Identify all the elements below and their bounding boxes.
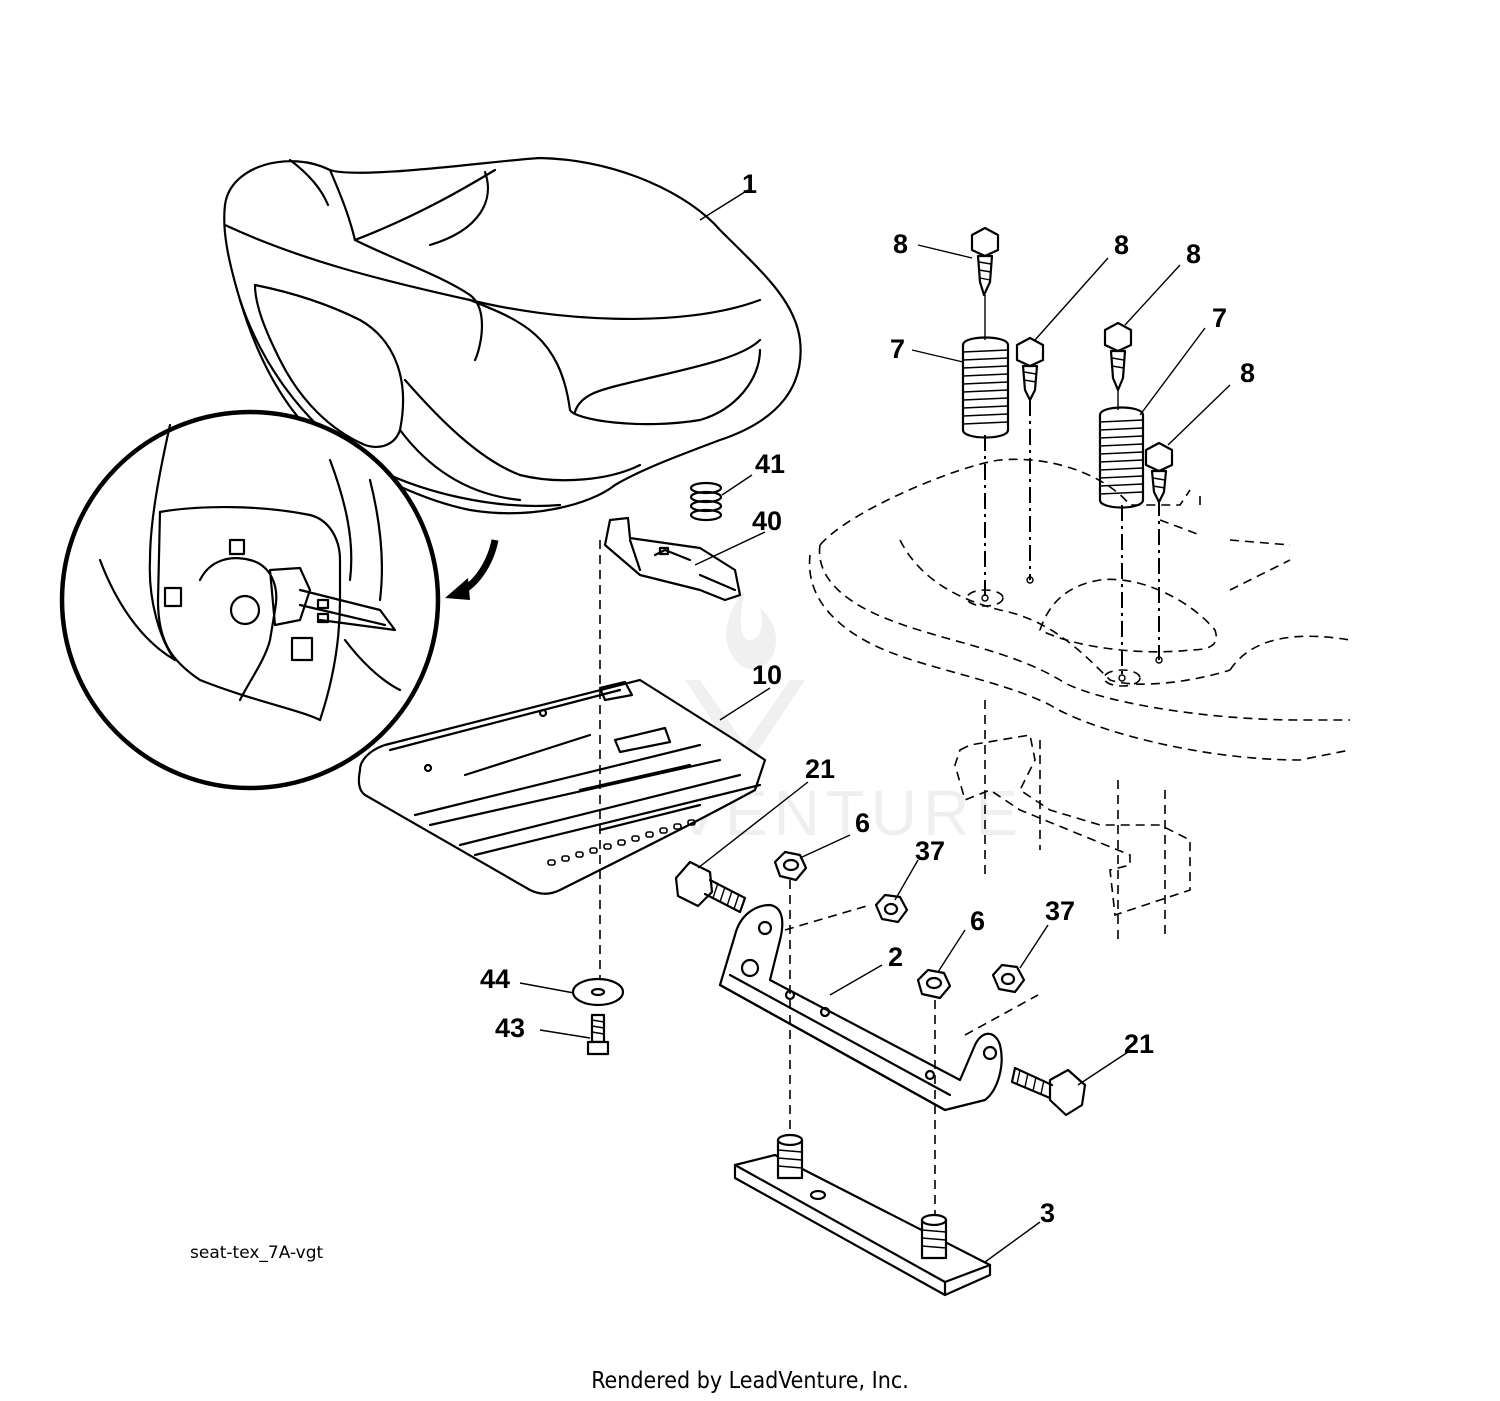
callout-1: 1 <box>742 169 757 199</box>
callout-8-c: 8 <box>1186 239 1201 269</box>
leader-lines <box>519 189 1231 1263</box>
spring-41 <box>689 481 723 522</box>
bolt-21-right <box>1010 1066 1087 1117</box>
seat-pan-10 <box>357 678 767 895</box>
callout-8-a: 8 <box>893 229 908 259</box>
bolt-8-b <box>1015 336 1045 402</box>
callout-6-right: 6 <box>970 906 985 936</box>
seat <box>223 156 802 515</box>
curved-arrow-icon <box>445 539 499 600</box>
callout-6-left: 6 <box>855 808 870 838</box>
callout-21-right: 21 <box>1124 1029 1154 1059</box>
assembly-line-nut-right <box>964 994 1039 1036</box>
bolt-8-a <box>970 226 1000 297</box>
bolt-8-d <box>1144 441 1174 504</box>
latch-40 <box>603 516 742 602</box>
nut-37-right <box>991 963 1026 994</box>
callout-8-d: 8 <box>1240 358 1255 388</box>
callout-37-left: 37 <box>915 836 945 866</box>
nut-6-right <box>916 968 952 1000</box>
bracket-2 <box>718 903 1003 1112</box>
callout-43: 43 <box>495 1013 525 1043</box>
washer-44 <box>571 977 625 1007</box>
seat-pan-adjust-holes <box>547 819 696 866</box>
spring-7-left <box>961 336 1010 439</box>
mounting-frame <box>808 458 1351 940</box>
callout-2: 2 <box>888 942 903 972</box>
callout-40: 40 <box>752 506 782 536</box>
callout-21-left: 21 <box>805 754 835 784</box>
callout-10: 10 <box>752 660 782 690</box>
spring-7-right <box>1098 406 1145 509</box>
callout-41: 41 <box>755 449 785 479</box>
callout-8-b: 8 <box>1114 230 1129 260</box>
callout-7-b: 7 <box>1212 303 1227 333</box>
nut-6-left <box>773 850 808 882</box>
bolt-21-left <box>674 860 747 914</box>
callout-3: 3 <box>1040 1198 1055 1228</box>
figure-code: seat-tex_7A-vgt <box>190 1243 324 1263</box>
callout-7-a: 7 <box>890 334 905 364</box>
assembly-line-nut-left <box>784 904 871 931</box>
footer-credit: Rendered by LeadVenture, Inc. <box>591 1368 909 1394</box>
bolt-43 <box>586 1013 610 1056</box>
detail-view-circle <box>59 409 441 791</box>
callout-44: 44 <box>480 964 510 994</box>
callout-37-right: 37 <box>1045 896 1075 926</box>
base-plate-3 <box>733 1133 992 1297</box>
nut-37-left <box>874 893 909 924</box>
bolt-8-c <box>1103 321 1133 392</box>
